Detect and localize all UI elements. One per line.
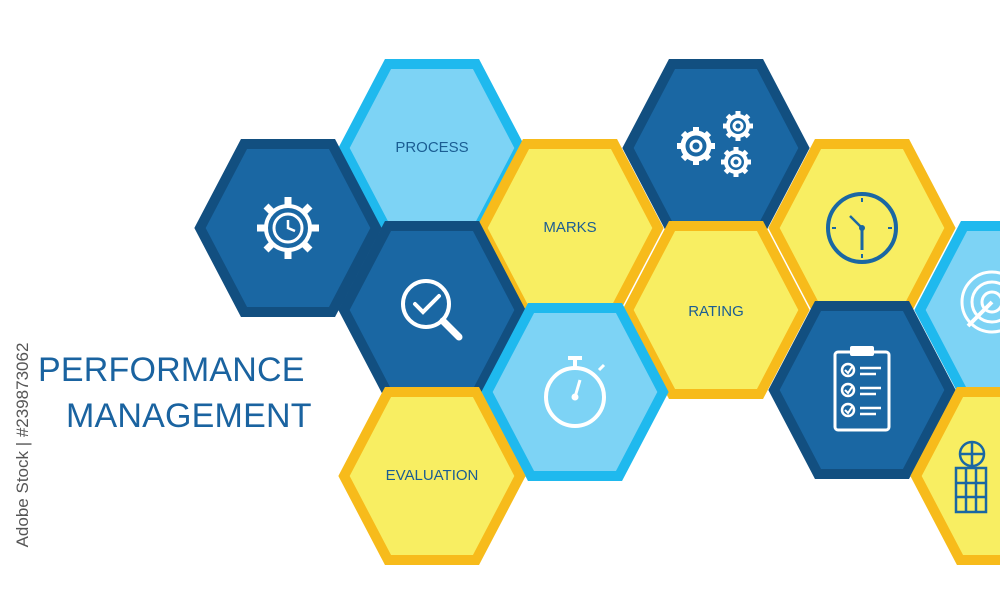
checklist-icon — [833, 346, 891, 432]
gear-clock-icon — [257, 197, 319, 259]
hex-checklist — [768, 301, 956, 479]
magnifier-check-icon — [401, 279, 463, 341]
title-line-1: PERFORMANCE — [38, 351, 305, 389]
hex-shape — [622, 221, 810, 399]
stopwatch-icon — [544, 356, 606, 428]
hex-stopwatch — [481, 303, 669, 481]
hex-shape — [622, 59, 810, 237]
hex-label-rating: RATING — [688, 303, 744, 320]
hex-rating: RATING — [622, 221, 810, 399]
hex-shape — [768, 301, 956, 479]
target-icon — [960, 270, 1000, 334]
hex-evaluation: EVALUATION — [338, 387, 526, 565]
gears-icon — [677, 111, 753, 177]
hex-clock — [768, 139, 956, 317]
compass-chart-icon — [954, 440, 988, 514]
side-stock-id-text: Adobe Stock | #239873062 — [13, 342, 32, 548]
hex-shape — [338, 387, 526, 565]
hex-label-evaluation: EVALUATION — [386, 467, 479, 484]
hex-label-marks: MARKS — [543, 219, 596, 236]
side-stock-id: Adobe Stock | #239873062 — [8, 300, 38, 590]
hex-label-process: PROCESS — [395, 139, 468, 156]
hex-compass-chart — [910, 387, 1000, 565]
hex-gear-clock — [194, 139, 382, 317]
title-line-2: MANAGEMENT — [66, 397, 312, 435]
hex-gears — [622, 59, 810, 237]
clock-icon — [826, 192, 898, 264]
hex-shape — [910, 387, 1000, 565]
